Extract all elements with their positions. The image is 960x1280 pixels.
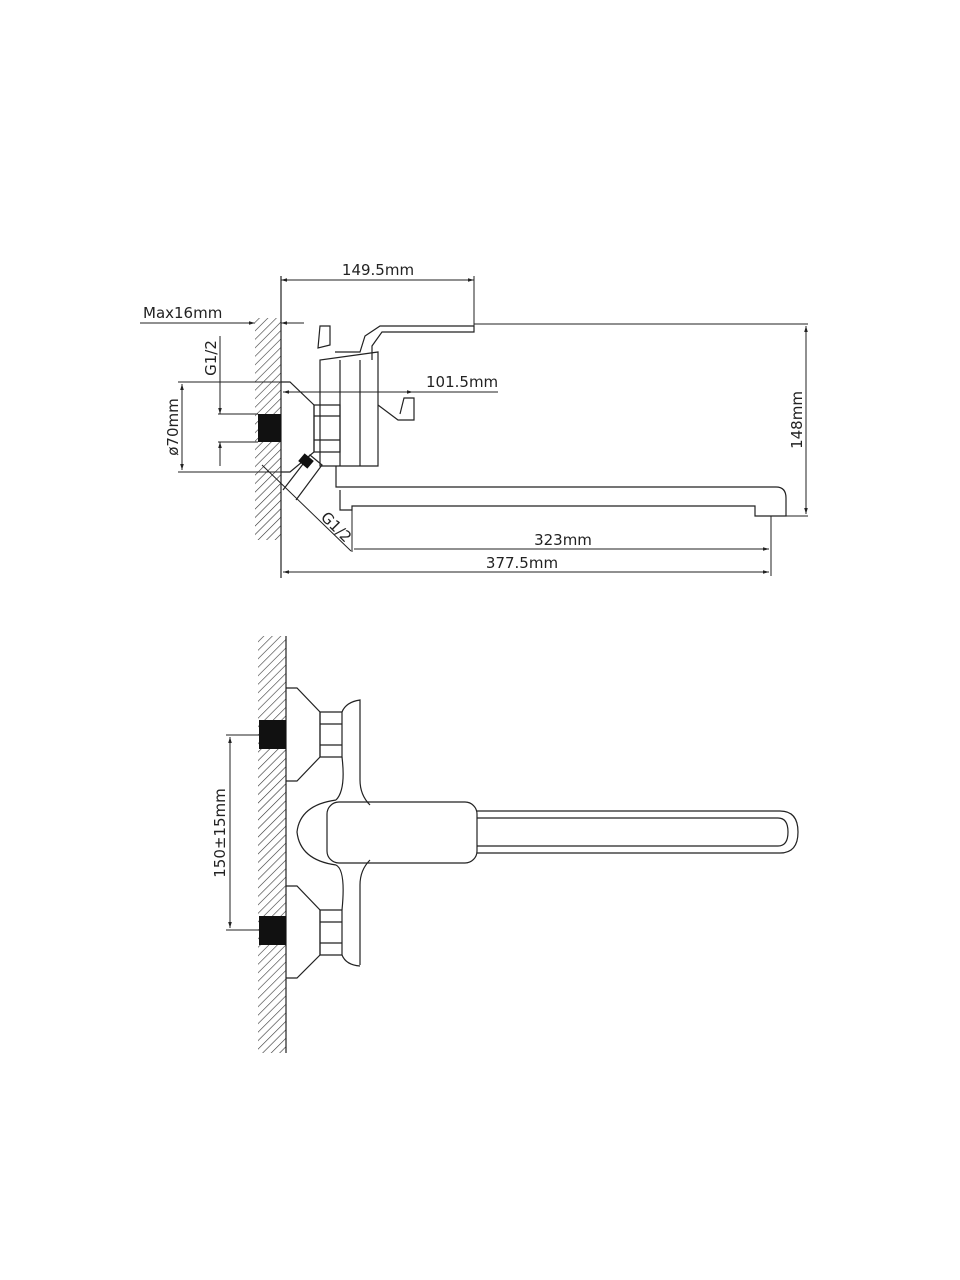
inlet-pipe [258, 414, 281, 442]
lever-handle [326, 801, 478, 864]
dim-label-body-depth: 101.5mm [426, 373, 498, 391]
dim-label-spout-length: 323mm [534, 531, 592, 549]
dim-label-total-reach: 377.5mm [486, 554, 558, 572]
spout [477, 810, 799, 854]
dim-label-wall-max: Max16mm [143, 304, 222, 322]
dim-label-flange-diameter: ø70mm [164, 398, 182, 456]
dim-label-inlet-spacing: 150±15mm [211, 788, 229, 878]
angled-inlet [282, 454, 323, 501]
inlet-pipe-bottom [259, 916, 286, 945]
flange-top [286, 687, 321, 782]
diverter-knob [377, 397, 415, 421]
angled-inlet-pipe [298, 453, 314, 469]
cartridge-cap [296, 799, 337, 866]
flange-bottom [286, 885, 321, 979]
hex-nut [313, 404, 341, 453]
side-view: 149.5mm Max16mm 148mm 101.5mm ø70mm G1/2… [140, 261, 808, 578]
body-plate [335, 699, 371, 967]
hex-nut-top [319, 711, 343, 758]
dim-label-height: 148mm [788, 391, 806, 449]
lever-handle [317, 325, 475, 360]
spout [335, 466, 787, 517]
inlet-pipe-top [259, 720, 286, 749]
dim-line-g12-angled [261, 464, 352, 552]
dim-label-handle-reach: 149.5mm [342, 261, 414, 279]
top-view: 150±15mm [211, 636, 799, 1053]
faucet-body [319, 351, 379, 467]
wall-hatch [258, 636, 286, 1053]
hex-nut-bottom [319, 909, 343, 956]
dim-label-inlet-thread-top: G1/2 [202, 340, 220, 376]
dim-label-inlet-thread-angled: G1/2 [317, 508, 355, 546]
